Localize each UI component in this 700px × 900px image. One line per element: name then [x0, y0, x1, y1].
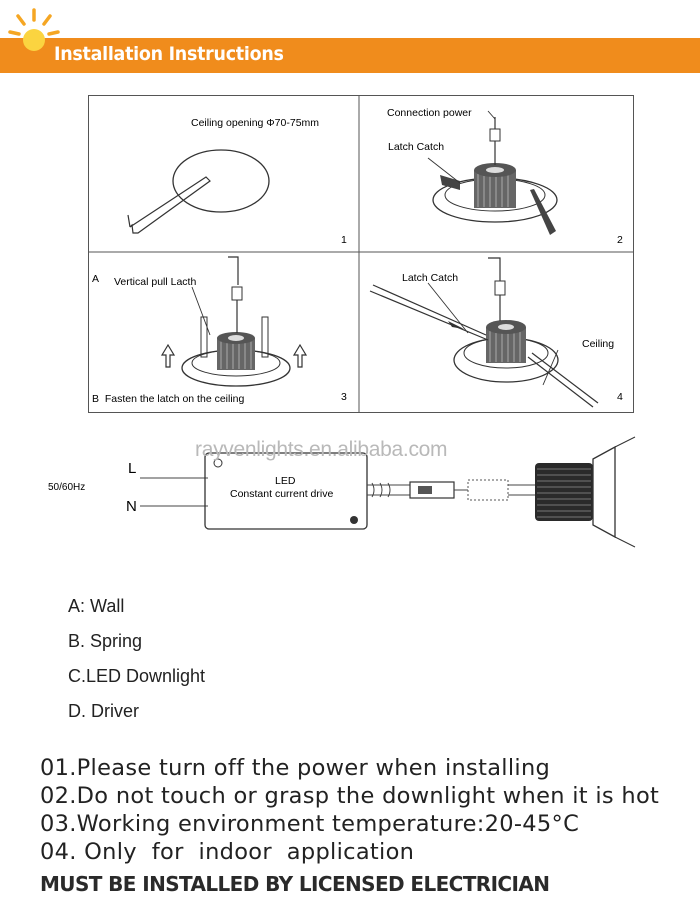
wiring-diagram: 50/60Hz L N LED Constant current drive — [48, 436, 636, 548]
watermark: rayvenlights.en.alibaba.com — [195, 438, 448, 461]
header-bar — [0, 38, 700, 73]
step-3-illustration — [160, 256, 308, 387]
frequency-label: 50/60Hz — [48, 482, 85, 493]
note-1: 01.Please turn off the power when instal… — [40, 755, 551, 781]
step-2-label-connection: Connection power — [387, 107, 472, 119]
line-label: L — [128, 460, 136, 477]
step-1-label: Ceiling opening Φ70-75mm — [191, 117, 319, 129]
installation-steps-diagram: Ceiling opening Φ70-75mm 1 Connection po… — [88, 95, 634, 413]
note-3: 03.Working environment temperature:20-45… — [40, 811, 580, 837]
legend-item-driver: D. Driver — [68, 701, 139, 721]
legend-item-wall: A: Wall — [68, 596, 125, 616]
driver-label-led: LED — [275, 475, 296, 487]
step-4-label-ceiling: Ceiling — [582, 338, 614, 350]
legend-item-spring: B. Spring — [68, 631, 143, 651]
step-4-illustration — [369, 257, 599, 408]
step-3-number: 3 — [341, 391, 347, 403]
led-downlight — [535, 436, 636, 548]
step-2-illustration — [427, 110, 558, 235]
step-3-label-fasten: B Fasten the latch on the ceiling — [92, 393, 245, 405]
driver-box — [204, 452, 368, 530]
sun-icon — [8, 8, 60, 51]
step-2-label-latch: Latch Catch — [388, 141, 444, 153]
note-4: 04. Only for indoor application — [40, 839, 415, 865]
neutral-label: N — [126, 498, 137, 515]
step-3-label-a: A — [92, 273, 99, 285]
step-1-illustration — [127, 149, 270, 234]
step-3-label-pull: Vertical pull Lacth — [114, 276, 196, 288]
legend-item-downlight: C.LED Downlight — [68, 666, 206, 686]
step-4-label-latch: Latch Catch — [402, 272, 458, 284]
step-1-number: 1 — [341, 234, 347, 246]
step-2-number: 2 — [617, 234, 623, 246]
driver-label-drive: Constant current drive — [230, 488, 333, 500]
step-4-number: 4 — [617, 391, 623, 403]
header-title: Installation Instructions — [54, 43, 284, 65]
note-2: 02.Do not touch or grasp the downlight w… — [40, 783, 660, 809]
warning-text: MUST BE INSTALLED BY LICENSED ELECTRICIA… — [40, 872, 550, 896]
